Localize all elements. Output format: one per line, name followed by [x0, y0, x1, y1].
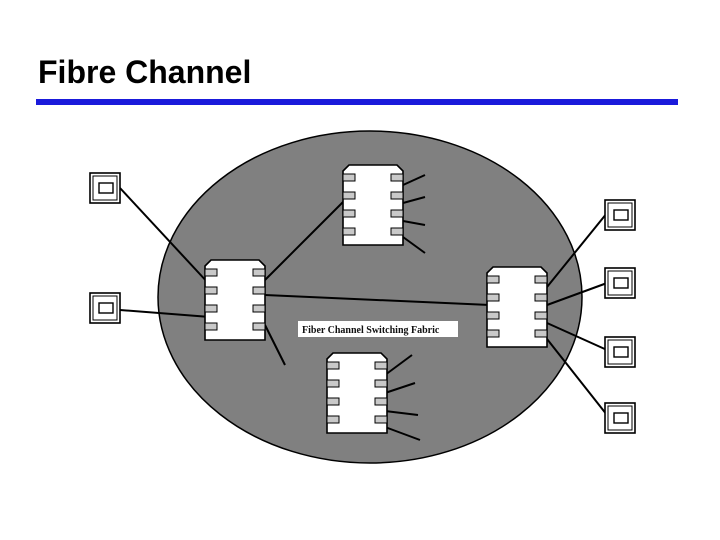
- switch-bottom: [326, 352, 388, 434]
- title-underline: [36, 99, 678, 105]
- switch-left: [204, 259, 266, 341]
- node-port-right-4: [604, 402, 636, 434]
- node-port-left-2: [89, 292, 121, 324]
- fabric-label: Fiber Channel Switching Fabric: [302, 325, 440, 336]
- node-port-right-1: [604, 199, 636, 231]
- switching-fabric-ellipse: [157, 130, 583, 464]
- node-port-right-2: [604, 267, 636, 299]
- slide-title: Fibre Channel: [38, 54, 252, 90]
- node-port-right-3: [604, 336, 636, 368]
- link-lines: [119, 174, 608, 441]
- node-port-left-1: [89, 172, 121, 204]
- fibre-channel-diagram: Fiber Channel Switching Fabric: [89, 130, 636, 464]
- switch-top: [342, 164, 404, 246]
- switch-right: [486, 266, 548, 348]
- fabric-label-background: [298, 321, 458, 337]
